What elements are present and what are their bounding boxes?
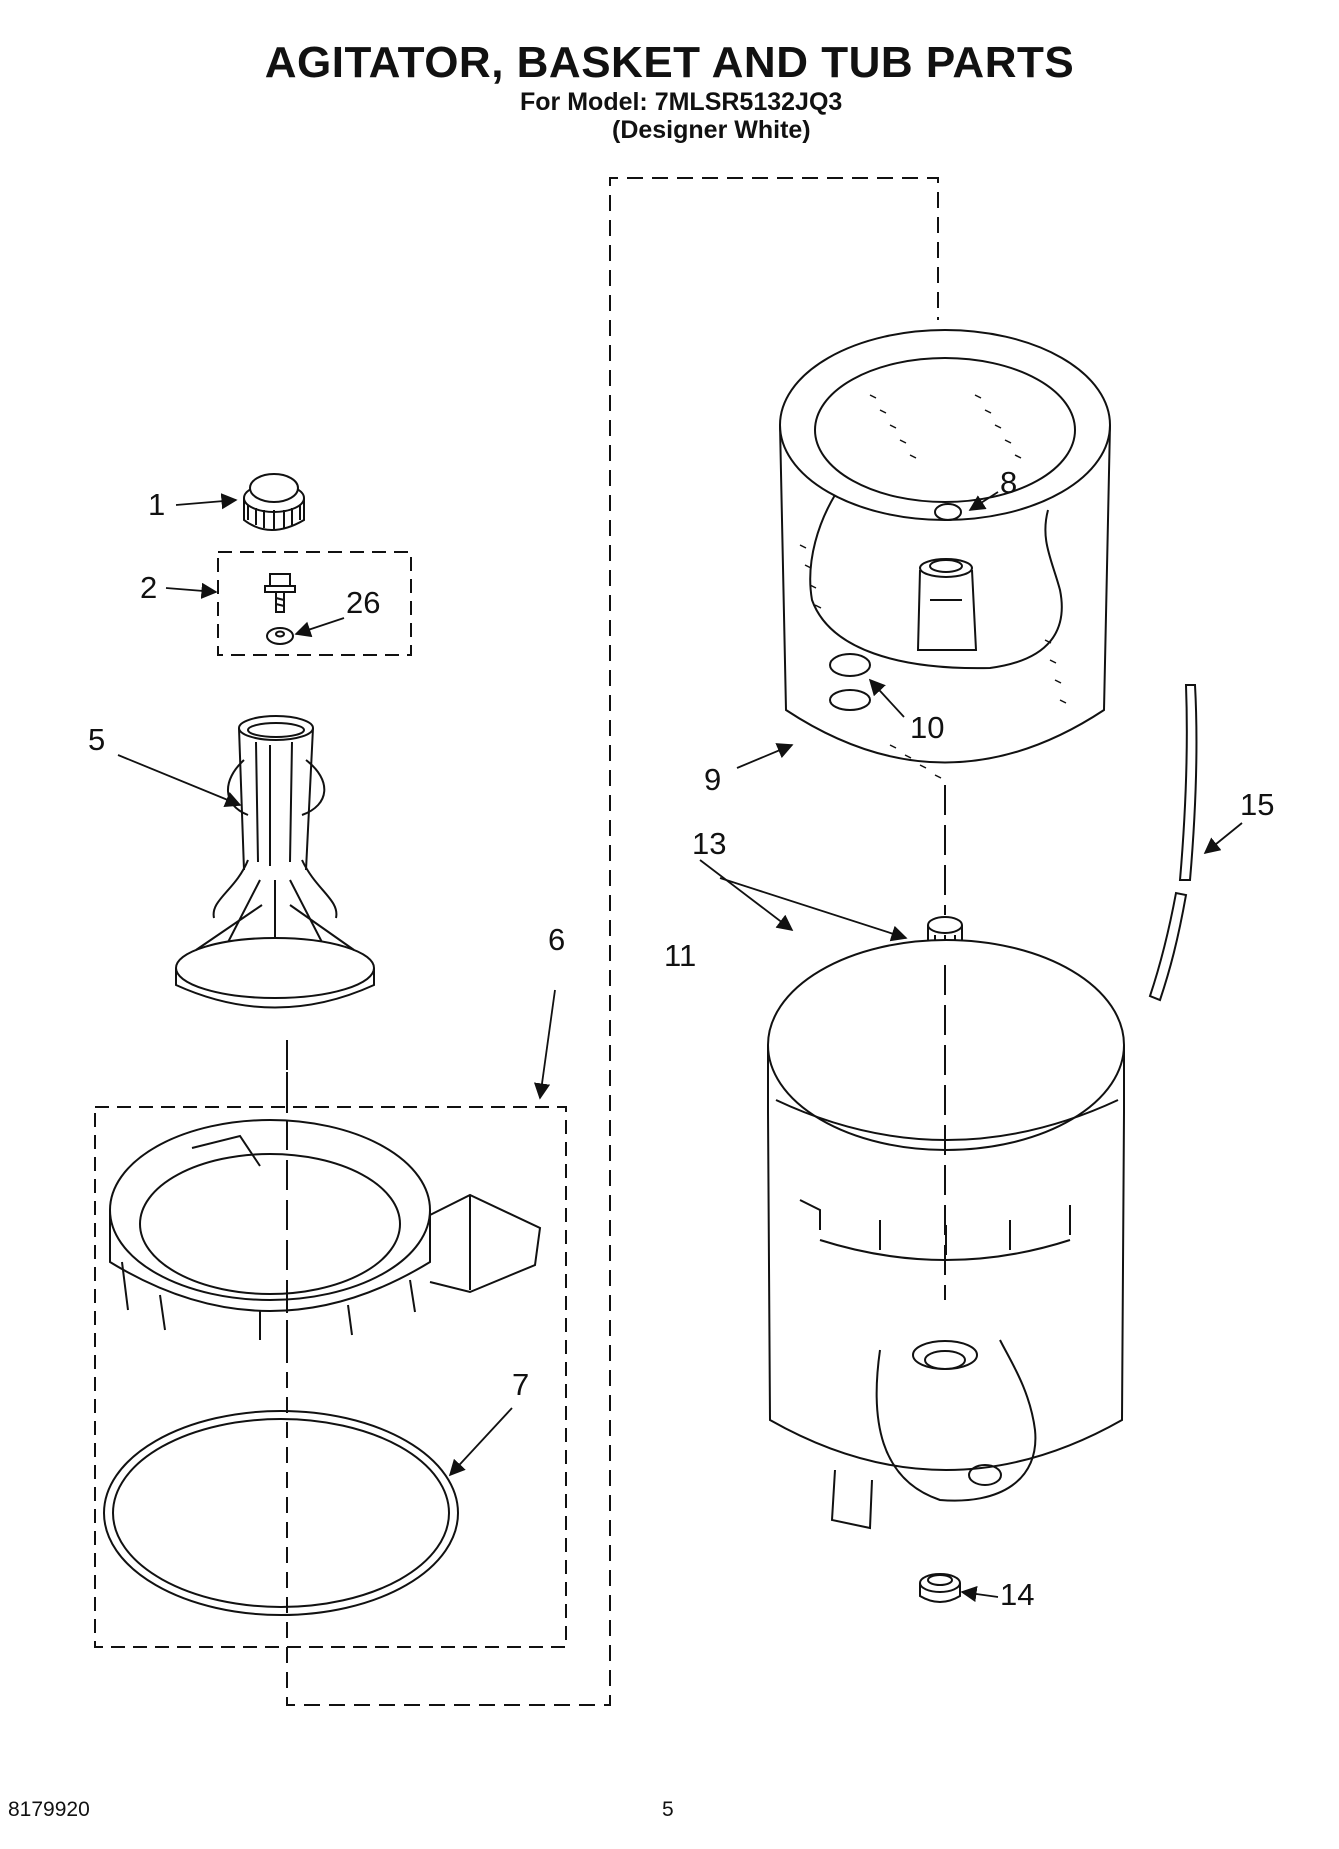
group-box-ring-seal [94, 1106, 567, 1648]
balance-ring-hub [109, 1119, 542, 1340]
model-variant: (Designer White) [612, 116, 811, 144]
basket-perforations [799, 394, 1067, 779]
callout-7: 7 [512, 1367, 529, 1402]
agitator-screw [264, 573, 296, 613]
document-number: 8179920 [8, 1798, 90, 1821]
agitator [175, 715, 375, 1009]
tub-hose [1148, 684, 1198, 1002]
tub-plug [919, 1573, 961, 1603]
callout-13: 13 [692, 826, 726, 861]
callout-9: 9 [704, 762, 721, 797]
page-title: AGITATOR, BASKET AND TUB PARTS [264, 38, 1075, 87]
callout-8: 8 [1000, 465, 1017, 500]
callout-14: 14 [1000, 1577, 1034, 1612]
callout-6: 6 [548, 922, 565, 957]
page-number: 5 [662, 1798, 674, 1821]
callout-leaders [117, 491, 1243, 1603]
callout-10: 10 [910, 710, 944, 745]
callout-11: 11 [664, 938, 696, 973]
seal-ring [103, 1410, 459, 1616]
callout-2: 2 [140, 570, 157, 605]
agitator-cap [243, 473, 305, 531]
callout-1: 1 [148, 487, 165, 522]
model-number: For Model: 7MLSR5132JQ3 [520, 88, 843, 116]
group-box-screw-washer [217, 551, 412, 656]
assembly-path [286, 177, 939, 1706]
callout-5: 5 [88, 722, 105, 757]
callout-15: 15 [1240, 787, 1274, 822]
washer [266, 627, 294, 645]
callout-26: 26 [346, 585, 380, 620]
wash-basket [779, 329, 1111, 764]
